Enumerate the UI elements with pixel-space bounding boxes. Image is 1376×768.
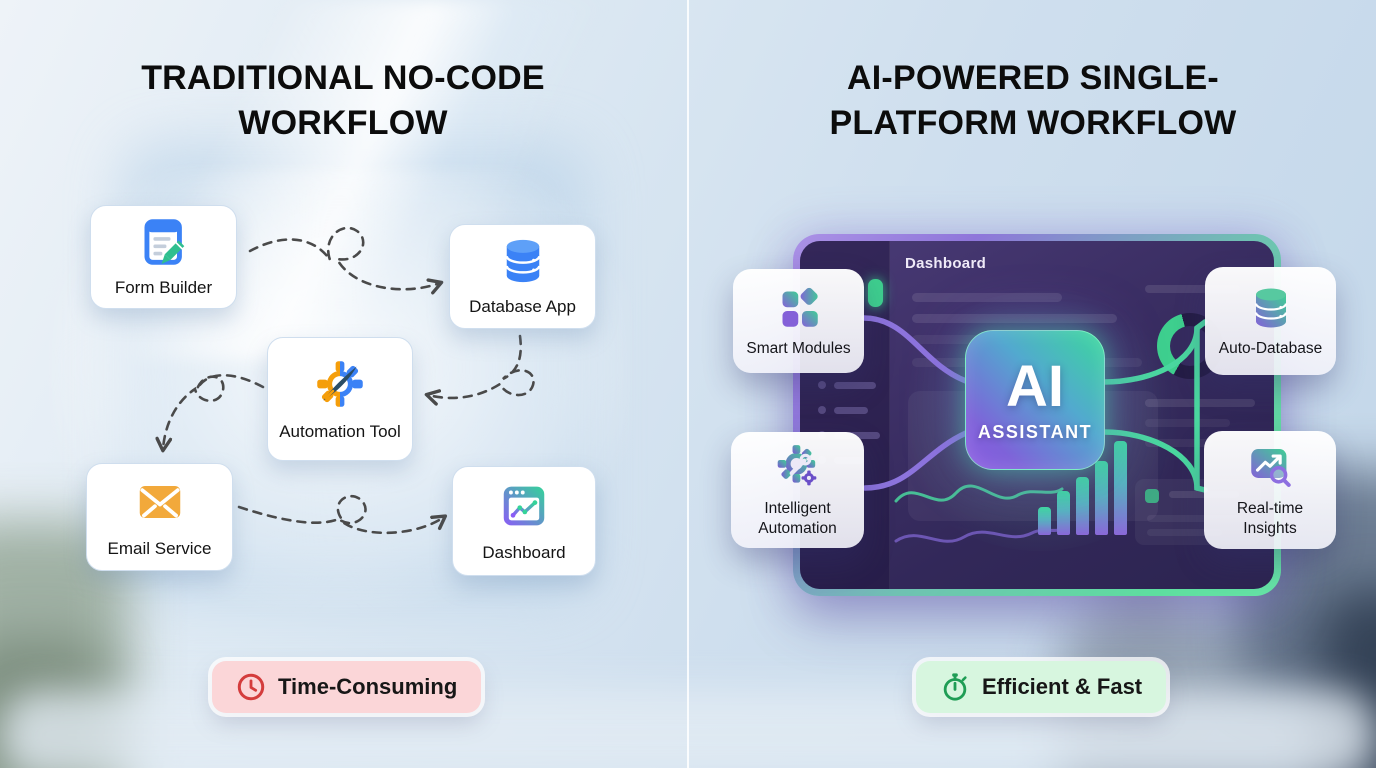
card-email-service[interactable]: Email Service: [86, 463, 233, 571]
content-skeleton-line: [912, 293, 1062, 302]
ai-subtitle: ASSISTANT: [977, 421, 1093, 442]
real-time-insights-icon: [1251, 449, 1291, 488]
sidebar-nav-skeleton: [818, 381, 876, 389]
right-column-skeleton-line: [1145, 439, 1213, 447]
efficient-fast-badge: Efficient & Fast: [916, 661, 1167, 713]
sidebar-active-indicator: [868, 279, 883, 307]
module-auto-database[interactable]: Auto-Database: [1205, 267, 1336, 375]
module-label: Real-time Insights: [1236, 500, 1304, 537]
module-label: Intelligent Automation: [758, 500, 837, 537]
right-column-skeleton-line: [1145, 399, 1255, 407]
card-dashboard[interactable]: Dashboard: [452, 466, 596, 576]
sidebar-nav-skeleton: [818, 406, 868, 414]
left-panel-title: TRADITIONAL NO-CODE WORKFLOW: [141, 59, 545, 143]
mini-widget-line: [1147, 529, 1222, 536]
email-envelope-icon: [139, 485, 180, 518]
module-label: Smart Modules: [746, 339, 851, 357]
ai-title: AI: [1006, 353, 1064, 419]
smart-modules-icon: [782, 287, 818, 327]
card-form-builder[interactable]: Form Builder: [90, 205, 237, 309]
card-label: Form Builder: [114, 277, 213, 297]
module-label: Auto-Database: [1218, 339, 1323, 357]
database-icon: [505, 240, 540, 283]
card-automation-tool[interactable]: Automation Tool: [267, 337, 413, 461]
form-builder-icon: [144, 219, 184, 265]
badge-label: Efficient & Fast: [982, 674, 1143, 699]
mini-widget-line: [1147, 515, 1242, 522]
card-label: Database App: [469, 297, 576, 317]
right-panel-title: AI-POWERED SINGLE-PLATFORM WORKFLOW: [829, 59, 1237, 143]
dashboard-title: Dashboard: [905, 255, 987, 272]
right-column-skeleton-line: [1145, 419, 1230, 427]
ai-assistant-box: AI ASSISTANT: [965, 330, 1105, 470]
mini-widget-tile: [1145, 489, 1159, 503]
badge-label: Time-Consuming: [278, 674, 458, 699]
auto-database-icon: [1254, 288, 1287, 328]
card-database-app[interactable]: Database App: [449, 224, 596, 329]
dashboard-window-icon: [503, 486, 545, 526]
card-label: Automation Tool: [279, 421, 401, 441]
content-skeleton-line: [912, 314, 1117, 323]
automation-gear-icon: [317, 361, 363, 407]
intelligent-automation-icon: [777, 445, 816, 486]
center-divider: [687, 0, 689, 768]
module-real-time-insights[interactable]: Real-time Insights: [1204, 431, 1336, 549]
module-intelligent-automation[interactable]: Intelligent Automation: [731, 432, 864, 548]
card-label: Dashboard: [482, 542, 566, 562]
card-label: Email Service: [107, 538, 212, 558]
right-column-skeleton-line: [1145, 285, 1240, 293]
time-consuming-badge: Time-Consuming: [212, 661, 482, 713]
clock-icon: [237, 673, 265, 701]
module-smart-modules[interactable]: Smart Modules: [733, 269, 864, 373]
stopwatch-icon: [943, 673, 967, 701]
